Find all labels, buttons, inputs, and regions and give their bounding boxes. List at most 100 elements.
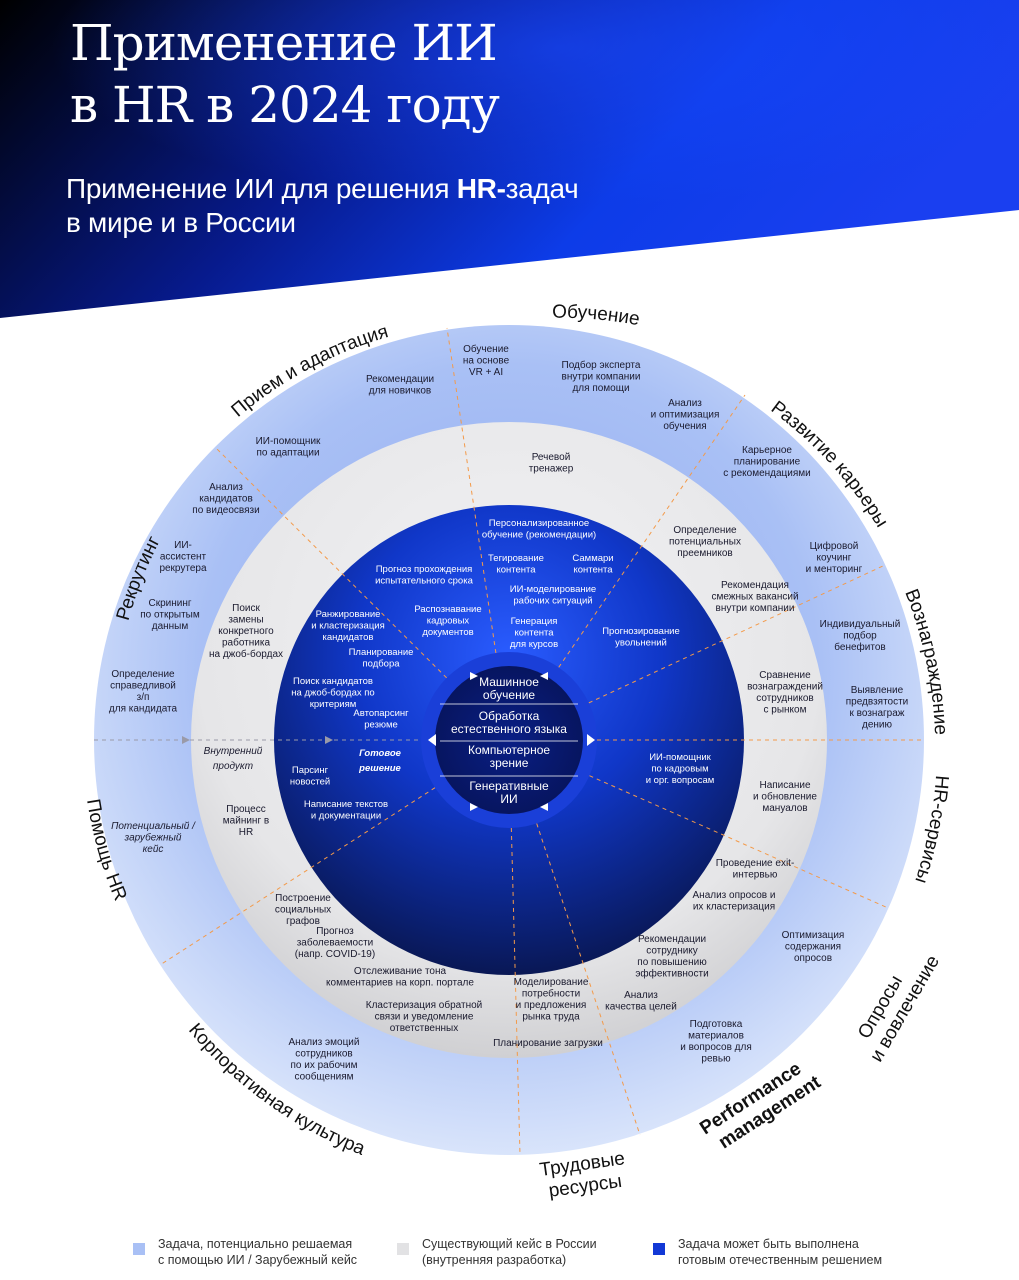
item-text-line: ИИ-помощник	[256, 436, 321, 447]
item-text-line: Планирование загрузки	[493, 1038, 603, 1049]
divider-line	[508, 394, 746, 741]
item-text-line: качества целей	[605, 1002, 677, 1013]
item-text-line: для курсов	[510, 639, 558, 650]
item-text-line: зарубежный	[124, 832, 182, 844]
item-text-line: дению	[862, 720, 893, 731]
item-text-line: вознаграждений	[747, 682, 823, 693]
item-text-line: обучение (рекомендации)	[482, 530, 596, 541]
sector-dividers	[159, 327, 924, 1156]
item-text-line: контента	[496, 565, 536, 576]
header-background	[0, 0, 1019, 318]
subtitle-part-c: задач	[505, 173, 579, 204]
arrow-icon	[540, 803, 548, 811]
item-text-line: HR	[239, 827, 253, 838]
item-text-line: (напр. COVID-19)	[295, 949, 375, 960]
subtitle-part-hr: HR-	[456, 173, 506, 204]
item-text-line: Планирование	[349, 647, 414, 658]
core-disc	[435, 666, 583, 814]
item-text-line: на джоб-бордах по	[291, 688, 374, 699]
item-text-line: для кандидата	[109, 704, 178, 715]
legend-text: Существующий кейс в России	[422, 1237, 597, 1251]
item-text-line: ИИ-	[174, 540, 192, 551]
item-text-line: Проведение exit-	[716, 858, 795, 869]
item-text-line: Выявление	[851, 685, 904, 696]
item-text-line: Рекомендации	[638, 934, 706, 945]
item-text-line: документов	[422, 627, 473, 638]
item-text-line: Анализ опросов и	[693, 890, 776, 901]
item-text-line: социальных	[275, 905, 331, 916]
item-text-line: и орг. вопросам	[646, 775, 715, 786]
item-text-line: з/п	[137, 692, 150, 703]
arrow-icon	[470, 803, 478, 811]
arrow-icon	[470, 672, 478, 680]
legend-item-russia-case: Существующий кейс в России(внутренняя ра…	[397, 1236, 597, 1268]
item-text-line: Прогноз	[316, 926, 354, 937]
item-text-line: подбора	[362, 659, 400, 670]
item-text-line: Поиск	[232, 603, 260, 614]
item-text-line: по повышению	[637, 957, 707, 968]
diagram-item-m15: Планирование загрузки	[493, 1038, 603, 1049]
item-text-line: внутри компании	[562, 372, 641, 383]
divider-line	[159, 739, 510, 966]
item-text-line: справедливой	[110, 681, 176, 692]
item-text-line: внутри компании	[716, 603, 795, 614]
item-text-line: ИИ-моделирование	[510, 584, 596, 595]
item-text-line: увольнений	[615, 638, 667, 649]
category-workforce: Трудовые ресурсы	[538, 1148, 626, 1202]
item-text-line: резюме	[364, 720, 398, 731]
item-text-line: Автопарсинг	[353, 708, 409, 719]
divider-line	[508, 739, 521, 1156]
item-text-line: на основе	[463, 356, 510, 367]
category-surveys: Опросы и вовлечение	[854, 952, 944, 1066]
item-text-line: контента	[514, 628, 554, 639]
item-text-line: коучинг	[817, 553, 852, 564]
item-text-line: Поиск кандидатов	[293, 676, 373, 687]
legend-text: с помощью ИИ / Зарубежный кейс	[158, 1253, 358, 1267]
item-text-line: продукт	[213, 761, 253, 772]
item-text-line: опросов	[794, 953, 832, 964]
item-text-line: Построение	[275, 893, 331, 904]
legend-text: Задача, потенциально решаемая	[158, 1237, 353, 1251]
item-text-line: сотрудников	[756, 693, 813, 704]
item-text-line: обучение	[483, 688, 536, 702]
subtitle-line-1: Применение ИИ для решения HR-задач	[66, 172, 579, 206]
item-text-line: Анализ	[624, 990, 658, 1001]
legend-swatch	[397, 1243, 409, 1255]
item-text-line: по кадровым	[651, 764, 708, 775]
ai-hr-radial-diagram: Рекрутинг Прием и адаптация Обучение Раз…	[82, 302, 952, 1202]
item-text-line: по адаптации	[256, 448, 319, 459]
item-text-line: Потенциальный /	[111, 821, 196, 832]
item-text-line: Написание текстов	[304, 799, 388, 810]
item-text-line: Цифровой	[810, 540, 859, 552]
core-arrows	[428, 672, 595, 811]
item-text-line: испытательного срока	[375, 576, 473, 587]
